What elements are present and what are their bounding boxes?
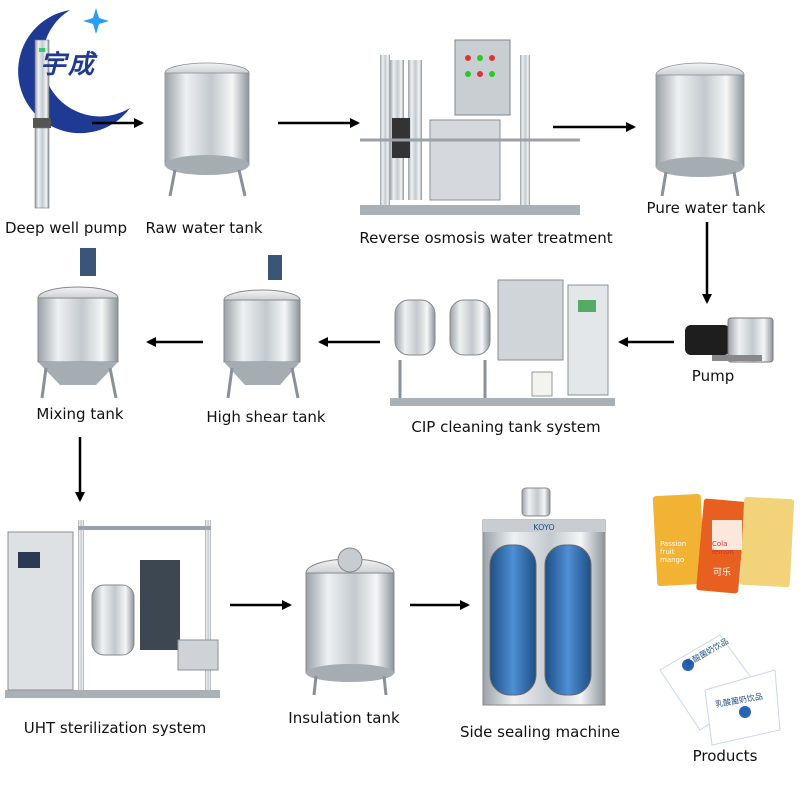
- label-raw-water-tank: Raw water tank: [145, 219, 263, 237]
- side-sealing-machine-image: KOYO: [482, 487, 606, 706]
- raw-water-tank-image: [164, 62, 250, 197]
- logo-star-icon: [83, 8, 109, 34]
- label-uht: UHT sterilization system: [23, 719, 207, 737]
- cip-system-image: [390, 279, 615, 406]
- pump-image: [685, 317, 774, 363]
- product-label-juice-3: 可乐: [713, 568, 732, 578]
- label-high-shear-tank: High shear tank: [206, 408, 326, 426]
- machine-brand-text: KOYO: [533, 523, 554, 532]
- pure-water-tank-image: [655, 62, 745, 197]
- insulation-tank-image: [305, 547, 395, 696]
- label-pump: Pump: [691, 367, 735, 385]
- label-products: Products: [692, 747, 758, 765]
- label-insulation-tank: Insulation tank: [288, 709, 400, 727]
- products-image: [652, 493, 795, 746]
- logo-text: 宇成: [40, 50, 97, 80]
- label-deep-well-pump: Deep well pump: [4, 219, 128, 237]
- reverse-osmosis-image: [360, 39, 580, 215]
- flow-arrows: [75, 118, 712, 610]
- product-label-juice-2: Cola lemon: [712, 540, 734, 556]
- product-label-juice-1: Passion fruit mango: [660, 540, 687, 564]
- label-mixing-tank: Mixing tank: [36, 405, 124, 423]
- deep-well-pump-image: [33, 39, 51, 209]
- label-side-sealing: Side sealing machine: [459, 723, 621, 741]
- mixing-tank-image: [37, 248, 119, 399]
- label-pure-water-tank: Pure water tank: [646, 199, 766, 217]
- label-cip: CIP cleaning tank system: [411, 418, 601, 436]
- high-shear-tank-image: [223, 255, 301, 399]
- label-reverse-osmosis: Reverse osmosis water treatment: [359, 229, 613, 247]
- uht-system-image: [5, 520, 220, 698]
